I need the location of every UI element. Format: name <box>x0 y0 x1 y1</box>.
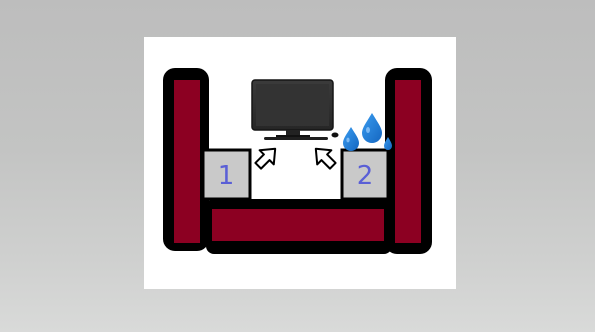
arrow-icon <box>309 142 340 173</box>
monitor-icon <box>252 80 333 138</box>
left-armrest-cushion <box>174 80 200 243</box>
right-armrest-cushion <box>395 80 421 243</box>
sofa-diagram: 1 2 <box>144 37 456 289</box>
diagram-card: 1 2 <box>144 37 456 289</box>
sofa-seat-cushion <box>212 209 384 241</box>
box-2-label: 2 <box>357 161 374 191</box>
keyboard-icon <box>264 137 328 140</box>
mouse-icon <box>332 133 339 138</box>
water-drop-icon <box>362 113 382 143</box>
water-drop-icon <box>343 127 359 151</box>
box-1-label: 1 <box>218 161 235 191</box>
arrow-icon <box>251 142 282 173</box>
